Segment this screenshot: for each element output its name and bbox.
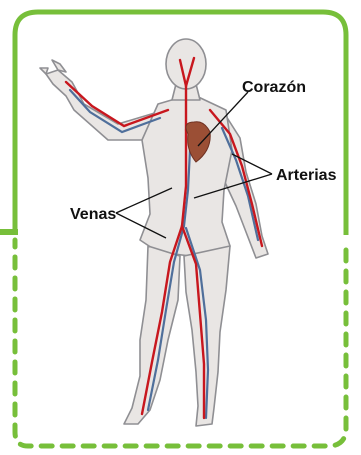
arteries-label: Arterias <box>276 167 337 184</box>
veins-label: Venas <box>70 206 116 223</box>
raised-arm <box>46 70 158 140</box>
heart-label: Corazón <box>242 79 306 96</box>
frame-dashed-outline <box>15 240 346 446</box>
